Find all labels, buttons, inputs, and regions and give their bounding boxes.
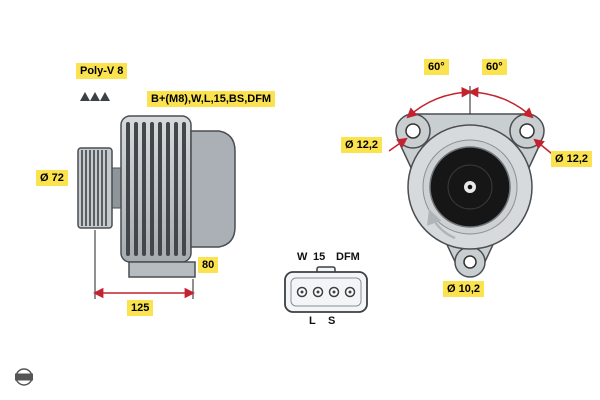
label-terminals: B+(M8),W,L,15,BS,DFM (147, 91, 276, 107)
belt-profile-icon (80, 92, 110, 101)
hole-bottom (463, 255, 477, 269)
rotor-inner-ring (447, 164, 493, 210)
connector-label-dfm: DFM (336, 251, 360, 263)
connector-label-15: 15 (313, 251, 326, 263)
connector-inner (290, 277, 362, 307)
hole-left (405, 123, 421, 139)
connector-view (284, 266, 368, 313)
connector-label-l: L (309, 315, 316, 327)
label-dimension-125: 125 (127, 300, 154, 316)
label-hole-right: Ø 12,2 (551, 151, 593, 167)
label-angle-right: 60° (482, 59, 507, 75)
rotation-arrow (426, 209, 456, 240)
angle-arc-left (406, 86, 473, 119)
side-view (77, 92, 236, 299)
front-view (388, 86, 558, 278)
drive-end-housing (120, 115, 192, 263)
label-hole-bottom: Ø 10,2 (443, 281, 485, 297)
label-angle-left: 60° (424, 59, 449, 75)
pulley (77, 147, 113, 229)
connector-label-s: S (328, 315, 336, 327)
cooling-fins (126, 122, 186, 256)
dimension-125 (92, 230, 196, 299)
rear-housing (190, 130, 236, 248)
connector-body (284, 271, 368, 313)
connector-pins (296, 286, 356, 298)
label-pulley-diameter: Ø 72 (36, 170, 68, 186)
label-dimension-80: 80 (198, 257, 219, 273)
angle-arc-right (467, 86, 534, 119)
shaft-center (467, 184, 473, 190)
label-hole-left: Ø 12,2 (341, 137, 383, 153)
hole-right (519, 123, 535, 139)
mounting-foot (128, 261, 196, 278)
connector-label-w: W (297, 251, 308, 263)
leader-hole-left (388, 137, 408, 152)
brand-logo (15, 368, 33, 386)
label-poly-v: Poly-V 8 (76, 63, 128, 79)
